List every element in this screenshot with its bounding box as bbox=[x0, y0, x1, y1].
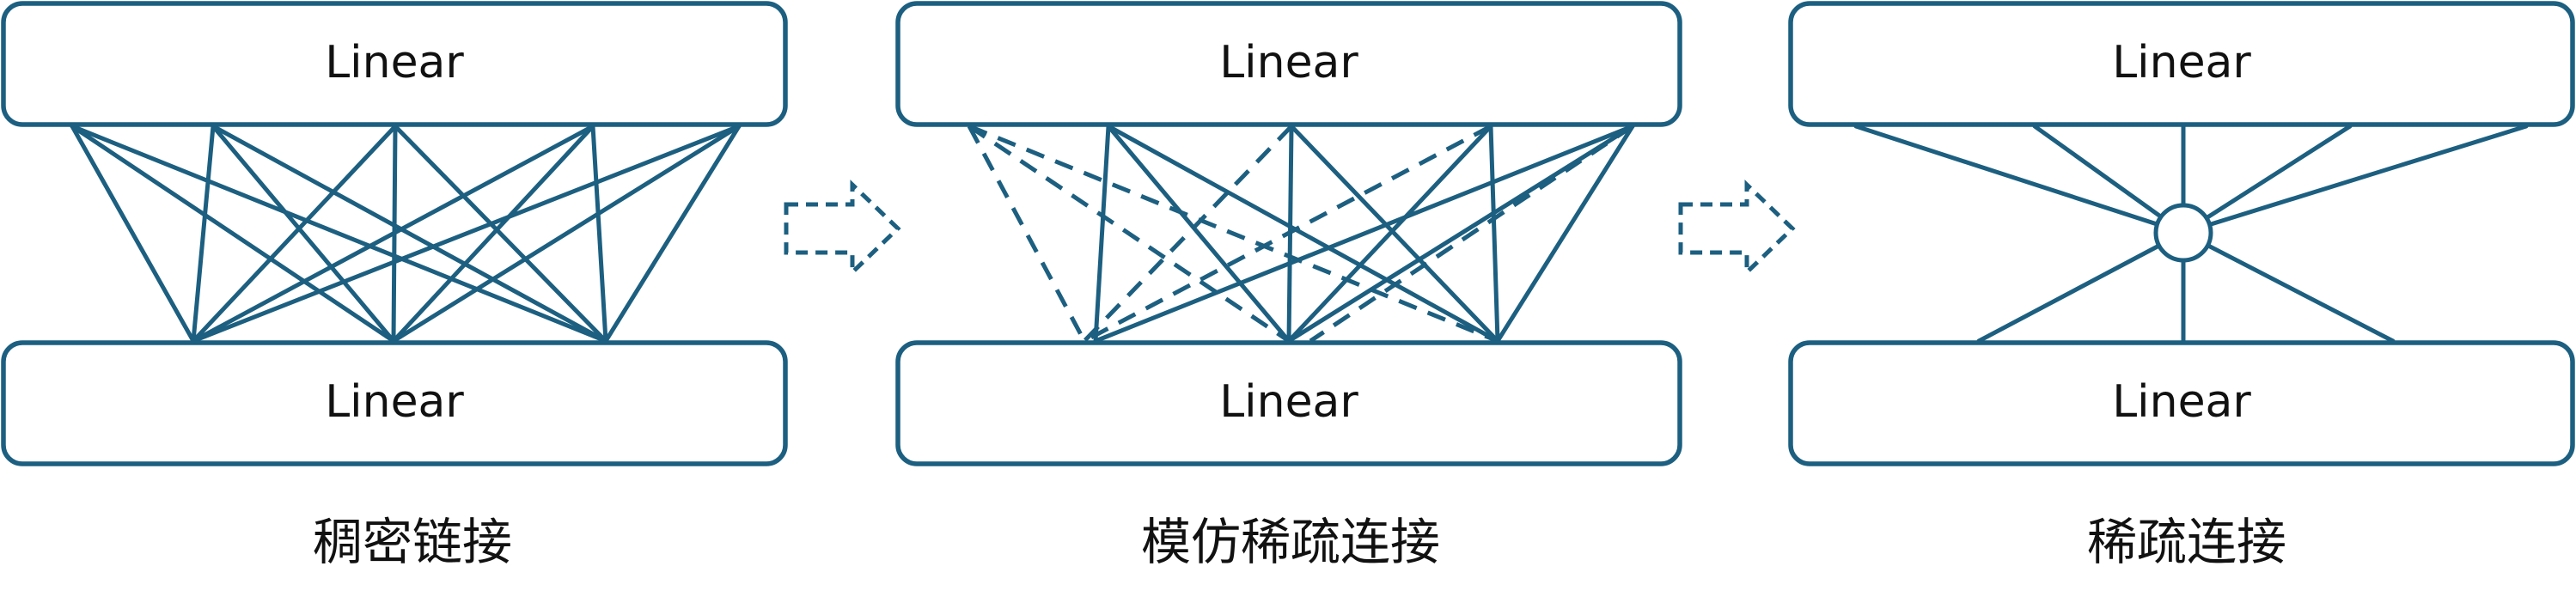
bottom-linear-box: Linear bbox=[895, 340, 1682, 466]
connection-line bbox=[1495, 124, 1635, 344]
connection-line bbox=[2181, 124, 2529, 235]
box-label: Linear bbox=[2112, 376, 2251, 428]
imitated-sparse-connections bbox=[967, 124, 1635, 344]
connection-line bbox=[391, 124, 595, 344]
connection-line bbox=[2032, 124, 2186, 235]
connection-line bbox=[191, 124, 398, 344]
connection-line bbox=[211, 124, 608, 344]
top-linear-box: Linear bbox=[1788, 1, 2575, 127]
connection-line-dashed bbox=[968, 124, 1291, 344]
caption-sparse: 稀疏连接 bbox=[2087, 513, 2286, 571]
connection-line-dashed bbox=[967, 125, 1087, 343]
connection-line-dashed bbox=[1309, 124, 1634, 344]
connection-line bbox=[1106, 124, 1291, 344]
connection-line bbox=[191, 124, 216, 344]
bottom-linear-box: Linear bbox=[1788, 340, 2575, 466]
top-linear-box: Linear bbox=[1, 1, 788, 127]
caption-dense: 稠密链接 bbox=[313, 513, 512, 571]
box-label: Linear bbox=[2112, 37, 2251, 88]
connection-line bbox=[2181, 124, 2353, 235]
connection-line bbox=[1286, 124, 1493, 344]
box-label: Linear bbox=[1219, 37, 1358, 88]
connection-line bbox=[590, 124, 608, 344]
connection-line bbox=[1488, 124, 1500, 344]
dashed-arrow-right-icon bbox=[1678, 180, 1796, 277]
connection-line bbox=[603, 124, 742, 344]
connection-line bbox=[2181, 230, 2396, 344]
connection-line bbox=[70, 124, 396, 344]
dashed-arrow-right-icon bbox=[784, 180, 901, 277]
connection-line bbox=[191, 124, 595, 344]
connection-line bbox=[1976, 230, 2186, 344]
connection-line bbox=[393, 124, 608, 344]
connection-line-dashed bbox=[968, 124, 1499, 344]
connection-line bbox=[70, 124, 196, 344]
connection-line-dashed bbox=[1083, 124, 1492, 344]
connection-line bbox=[70, 124, 608, 344]
connection-line bbox=[391, 124, 742, 344]
panel-sparse: Linear Linear 稀疏连接 bbox=[1788, 1, 2575, 571]
connection-line bbox=[1289, 124, 1500, 344]
sparse-connections bbox=[1853, 124, 2529, 344]
connection-line bbox=[1093, 124, 1635, 344]
box-label: Linear bbox=[325, 37, 464, 88]
connection-line-dashed bbox=[1083, 125, 1293, 343]
bottom-linear-box: Linear bbox=[1, 340, 788, 466]
hub-node bbox=[2153, 203, 2213, 263]
connection-line bbox=[1093, 124, 1111, 344]
panel-imitated-sparse: Linear Linear 模仿稀疏连接 bbox=[895, 1, 1682, 571]
caption-imitated-sparse: 模仿稀疏连接 bbox=[1141, 513, 1440, 571]
connection-line bbox=[211, 124, 396, 344]
box-label: Linear bbox=[325, 376, 464, 428]
dense-connections bbox=[70, 124, 742, 344]
box-label: Linear bbox=[1219, 376, 1358, 428]
top-linear-box: Linear bbox=[895, 1, 1682, 127]
connection-line bbox=[1853, 124, 2186, 235]
panel-dense: Linear Linear 稠密链接 bbox=[1, 1, 788, 571]
connection-line bbox=[191, 124, 742, 344]
connection-line bbox=[1106, 124, 1500, 344]
